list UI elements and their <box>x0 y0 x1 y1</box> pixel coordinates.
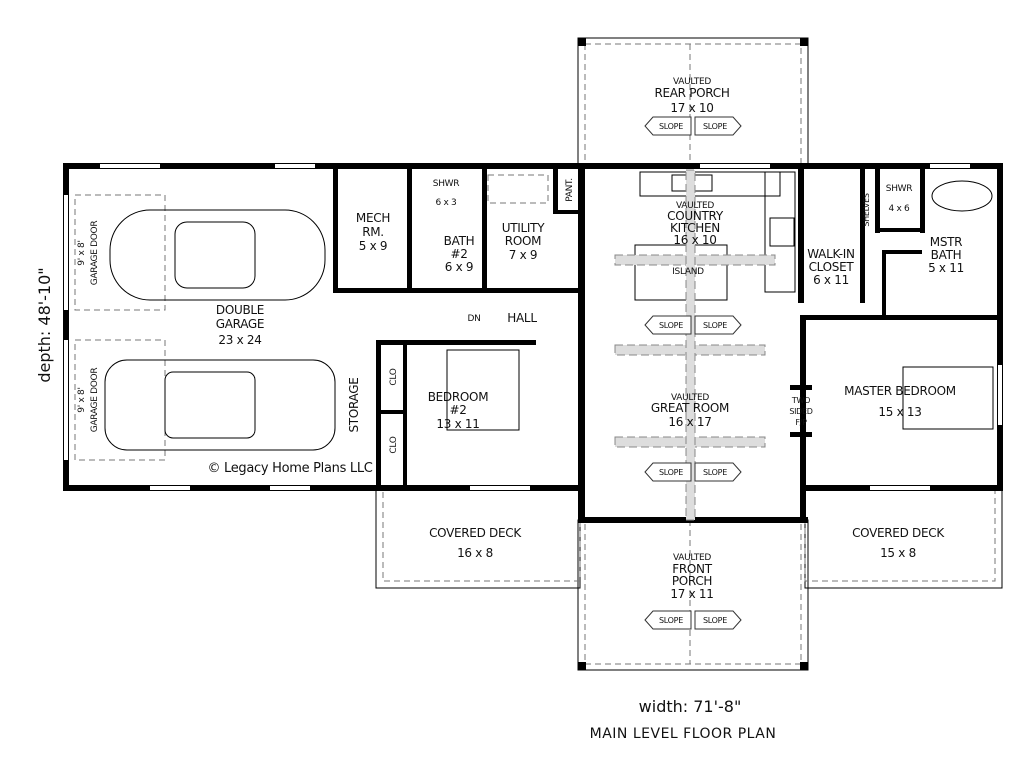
shelves-label: SHELVES <box>862 193 871 226</box>
utility-label-2: ROOM <box>505 234 541 248</box>
slope-label: SLOPE <box>659 122 683 131</box>
bedroom2-size: 13 x 11 <box>436 417 479 431</box>
deck-left-size: 16 x 8 <box>457 546 493 560</box>
garage-door-top <box>74 194 166 311</box>
closet-label: CLO <box>389 368 399 385</box>
ridge-beam <box>685 169 696 521</box>
slope-arrow-left-icon <box>644 116 692 136</box>
fireplace-label-3: F/P <box>795 418 807 427</box>
mech-size: 5 x 9 <box>359 239 388 253</box>
great-room-size: 16 x 17 <box>668 415 711 429</box>
slope-arrow-right-icon <box>694 116 742 136</box>
utility-label: UTILITY <box>502 221 545 235</box>
slope-arrow-left-icon <box>644 315 692 335</box>
rear-porch-vaulted: VAULTED <box>673 77 711 87</box>
master-shower-label: SHWR <box>886 184 912 194</box>
rear-porch-label: REAR PORCH <box>654 86 729 100</box>
master-bedroom-label: MASTER BEDROOM <box>844 384 956 398</box>
bedroom2-label: BEDROOM <box>428 390 489 404</box>
slope-label: SLOPE <box>659 468 683 477</box>
walk-in-label-2: CLOSET <box>809 260 855 274</box>
bath2-number: #2 <box>450 247 467 261</box>
slope-label: SLOPE <box>703 468 727 477</box>
garage-door-bottom-label: GARAGE DOOR <box>90 368 100 433</box>
slope-arrow-right-icon <box>694 610 742 630</box>
front-porch-label: FRONT <box>672 562 712 576</box>
rear-porch-size: 17 x 10 <box>670 101 713 115</box>
bed-icon <box>902 366 994 430</box>
walk-in-size: 6 x 11 <box>813 273 849 287</box>
kitchen-vaulted: VAULTED <box>676 201 714 211</box>
shower2-label: SHWR <box>433 179 459 189</box>
hall-label: HALL <box>507 311 537 325</box>
plan-title: MAIN LEVEL FLOOR PLAN <box>590 726 777 742</box>
mech-label: MECH <box>356 211 390 225</box>
fireplace-label: TWO <box>791 396 810 405</box>
master-bath-label-2: BATH <box>931 248 962 262</box>
great-room-vaulted: VAULTED <box>671 393 709 403</box>
garage-door-bottom <box>74 339 166 461</box>
mech-label-2: RM. <box>362 225 384 239</box>
bed-icon <box>446 349 520 431</box>
fireplace-label-2: SIDED <box>789 407 812 416</box>
great-room-label: GREAT ROOM <box>651 401 729 415</box>
garage-door-top-label: GARAGE DOOR <box>90 221 100 286</box>
slope-label: SLOPE <box>703 616 727 625</box>
closet-label: CLO <box>389 436 399 453</box>
utility-size: 7 x 9 <box>509 248 538 262</box>
garage-size: 23 x 24 <box>218 333 261 347</box>
garage-door-bottom-size: 9' x 8' <box>77 387 87 412</box>
kitchen-label-1: COUNTRY <box>667 209 724 223</box>
car-icon <box>109 209 326 301</box>
island <box>634 244 728 301</box>
deck-left-label: COVERED DECK <box>429 526 522 540</box>
master-bedroom-size: 15 x 13 <box>878 405 921 419</box>
front-porch-vaulted: VAULTED <box>673 553 711 563</box>
slope-label: SLOPE <box>703 122 727 131</box>
washer-dryer <box>487 174 549 204</box>
car-icon <box>104 359 336 451</box>
slope-label: SLOPE <box>659 321 683 330</box>
kitchen-size: 16 x 10 <box>673 233 716 247</box>
slope-arrow-left-icon <box>644 462 692 482</box>
stairs-down-label: DN <box>467 314 480 324</box>
interior-walls <box>333 163 1000 490</box>
front-porch-size: 17 x 11 <box>670 587 713 601</box>
copyright-text: © Legacy Home Plans LLC <box>207 461 372 476</box>
walk-in-label: WALK-IN <box>807 247 854 261</box>
kitchen-label-2: KITCHEN <box>670 221 720 235</box>
storage-label: STORAGE <box>347 377 361 432</box>
slope-label: SLOPE <box>659 616 683 625</box>
master-bath-size: 5 x 11 <box>928 261 964 275</box>
bedroom2-number: #2 <box>449 403 466 417</box>
width-dimension: width: 71'-8" <box>639 697 742 716</box>
island-label: ISLAND <box>672 267 704 277</box>
slope-label: SLOPE <box>703 321 727 330</box>
shower2-size: 6 x 3 <box>435 198 456 208</box>
bath2-label: BATH <box>444 234 475 248</box>
garage-label-2: GARAGE <box>216 317 264 331</box>
bath2-size: 6 x 9 <box>445 260 474 274</box>
deck-right-label: COVERED DECK <box>852 526 945 540</box>
deck-right-size: 15 x 8 <box>880 546 916 560</box>
slope-arrow-left-icon <box>644 610 692 630</box>
garage-label: DOUBLE <box>216 303 264 317</box>
master-shower-size: 4 x 6 <box>888 204 910 214</box>
depth-dimension: depth: 48'-10" <box>35 267 54 382</box>
slope-arrows: SLOPE SLOPE SLOPE SLOPE SLOPE SLOPE SLOPE SLOPE <box>644 116 742 630</box>
master-bath-label: MSTR <box>930 235 962 249</box>
pantry-label: PANT. <box>565 178 575 202</box>
cooktop-icon <box>769 217 795 247</box>
garage-door-top-size: 9' x 8' <box>77 240 87 265</box>
bathtub-icon <box>931 180 993 212</box>
front-porch-label-2: PORCH <box>672 574 712 588</box>
slope-arrow-right-icon <box>694 315 742 335</box>
slope-arrow-right-icon <box>694 462 742 482</box>
